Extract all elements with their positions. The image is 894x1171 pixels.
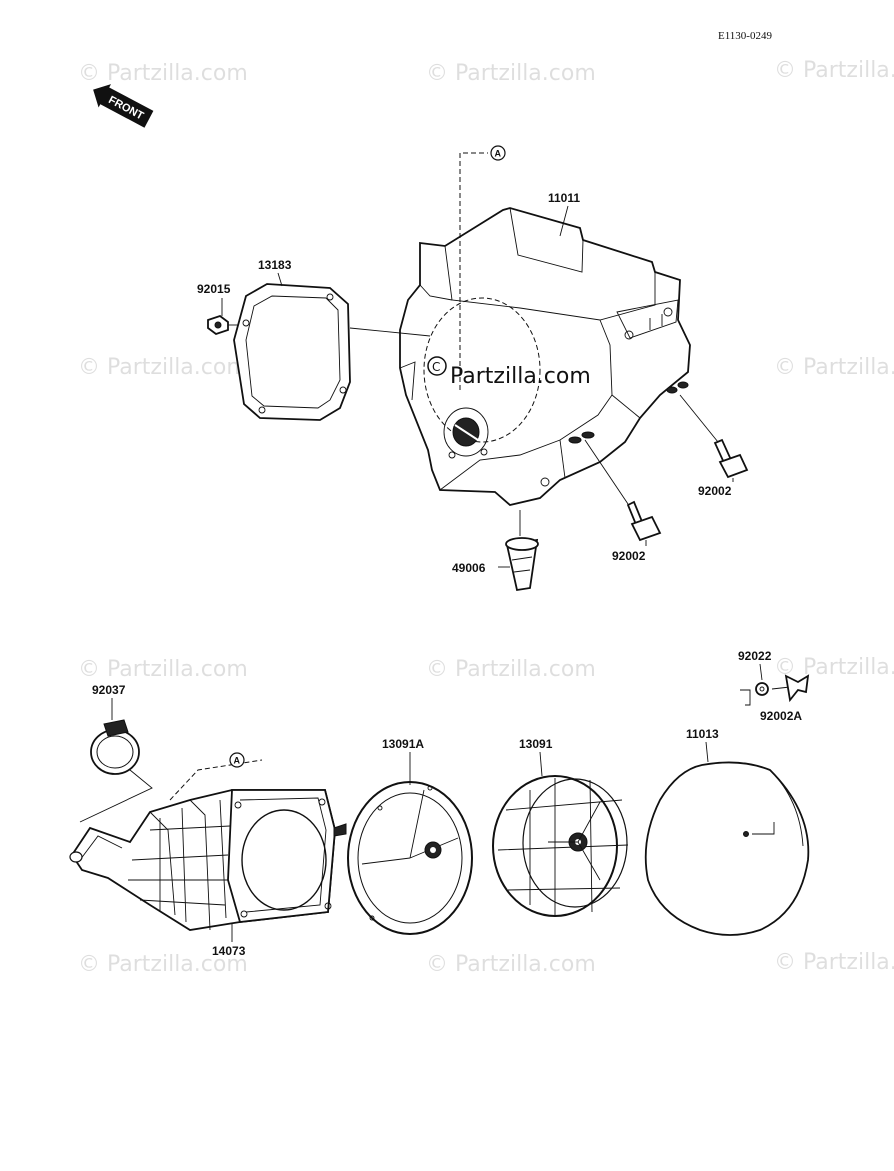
svg-text:C: C <box>432 360 440 374</box>
part-label-92002A[interactable]: 92002A <box>760 709 802 723</box>
leader-line <box>740 689 751 706</box>
part-label-13091[interactable]: 13091 <box>519 737 553 751</box>
front-arrow-icon: FRONT <box>93 84 154 128</box>
watermark: © Partzilla.com <box>426 61 596 86</box>
leader-line <box>559 205 569 237</box>
watermark: © Partzilla.com <box>78 61 248 86</box>
leader-line <box>759 663 763 681</box>
wing-bolt-icon <box>771 674 810 703</box>
leader-line <box>584 439 629 505</box>
part-label-92015[interactable]: 92015 <box>197 282 231 296</box>
part-label-92022[interactable]: 92022 <box>738 649 772 663</box>
part-label-13183[interactable]: 13183 <box>258 258 292 272</box>
leader-line <box>705 741 709 763</box>
watermark: © Partzilla.com <box>774 655 894 680</box>
reference-mark-a: A <box>229 752 245 768</box>
center-watermark: C Partzilla.com <box>427 356 591 389</box>
watermark: © Partzilla.com <box>78 952 248 977</box>
part-label-11013[interactable]: 11013 <box>686 727 719 741</box>
element-holder <box>347 781 473 935</box>
svg-text:A: A <box>495 149 502 159</box>
part-label-92002[interactable]: 92002 <box>612 549 646 563</box>
watermark: © Partzilla.com <box>78 657 248 682</box>
leader-line <box>679 394 719 443</box>
gasket <box>233 283 351 421</box>
svg-text:A: A <box>234 756 241 766</box>
watermark: © Partzilla.com <box>426 657 596 682</box>
watermark: © Partzilla.com <box>774 58 894 83</box>
watermark: © Partzilla.com <box>774 950 894 975</box>
bolt-icon <box>626 500 662 542</box>
watermark-layer: © Partzilla.com © Partzilla.com © Partzi… <box>78 58 894 977</box>
part-label-13091A[interactable]: 13091A <box>382 737 424 751</box>
watermark: © Partzilla.com <box>426 952 596 977</box>
part-label-11011[interactable]: 11011 <box>548 191 580 205</box>
intake-duct <box>69 789 347 931</box>
part-label-14073[interactable]: 14073 <box>212 944 246 958</box>
center-watermark-text: Partzilla.com <box>450 364 591 389</box>
part-label-92037[interactable]: 92037 <box>92 683 126 697</box>
drain-cap-icon <box>505 510 539 592</box>
leader-line <box>539 751 543 777</box>
reference-mark-a: A <box>490 145 506 161</box>
leader-line <box>79 769 153 823</box>
element-cage <box>492 775 629 917</box>
hose-clamp-icon <box>90 719 140 775</box>
reference-line-a <box>459 152 488 390</box>
part-label-49006[interactable]: 49006 <box>452 561 486 575</box>
washer-icon <box>755 682 769 696</box>
watermark: © Partzilla.com <box>774 355 894 380</box>
air-filter-element <box>644 761 810 936</box>
air-box-case <box>399 207 691 506</box>
diagram-code: E1130-0249 <box>718 30 772 42</box>
watermark: © Partzilla.com <box>78 355 248 380</box>
bolt-icon <box>713 438 749 479</box>
nut-icon <box>207 314 229 336</box>
part-label-92002[interactable]: 92002 <box>698 484 732 498</box>
leader-line <box>277 272 283 287</box>
leader-line <box>349 327 431 337</box>
